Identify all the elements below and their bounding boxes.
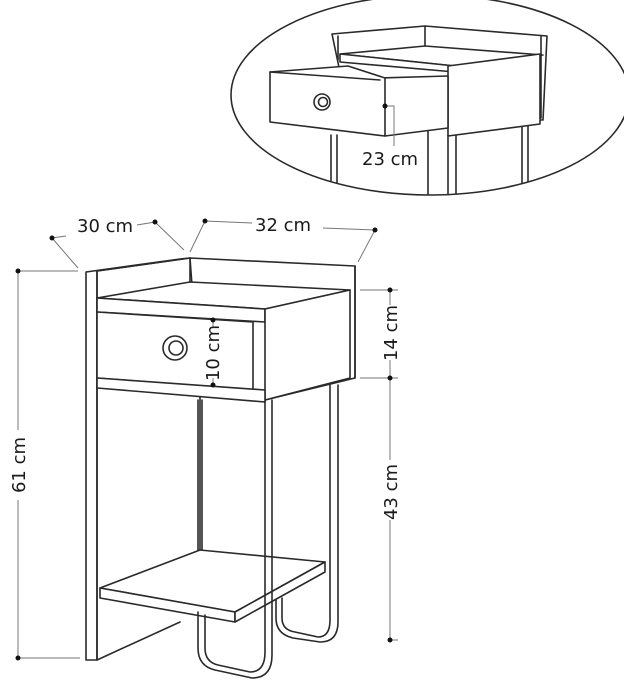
width-label: 32 cm — [255, 215, 311, 236]
nightstand-drawing — [85, 257, 356, 679]
front-leg — [197, 399, 273, 679]
inset-legs — [330, 124, 529, 195]
inset-ellipse — [230, 0, 624, 196]
dimension-right-heights: 14 cm 43 cm — [360, 287, 402, 643]
top-section-height-label: 14 cm — [381, 305, 402, 361]
dimension-depth: 30 cm — [49, 216, 185, 269]
inset-cabinet — [447, 53, 541, 137]
back-leg — [275, 384, 339, 643]
drawer-height-label: 10 cm — [203, 325, 224, 381]
total-height-label: 61 cm — [9, 437, 30, 493]
depth-label: 30 cm — [77, 216, 133, 237]
front-rail — [96, 377, 266, 403]
dimension-total-height: 61 cm — [9, 268, 80, 661]
lower-height-label: 43 cm — [381, 464, 402, 520]
drawer-detail-inset: 23 cm — [230, 0, 624, 196]
dimension-drawer-height: 10 cm — [203, 317, 224, 388]
dimension-width: 32 cm — [189, 215, 378, 263]
cabinet-side — [264, 289, 351, 401]
drawer-depth-label: 23 cm — [362, 149, 418, 170]
drawer-handle-icon[interactable] — [162, 335, 188, 361]
